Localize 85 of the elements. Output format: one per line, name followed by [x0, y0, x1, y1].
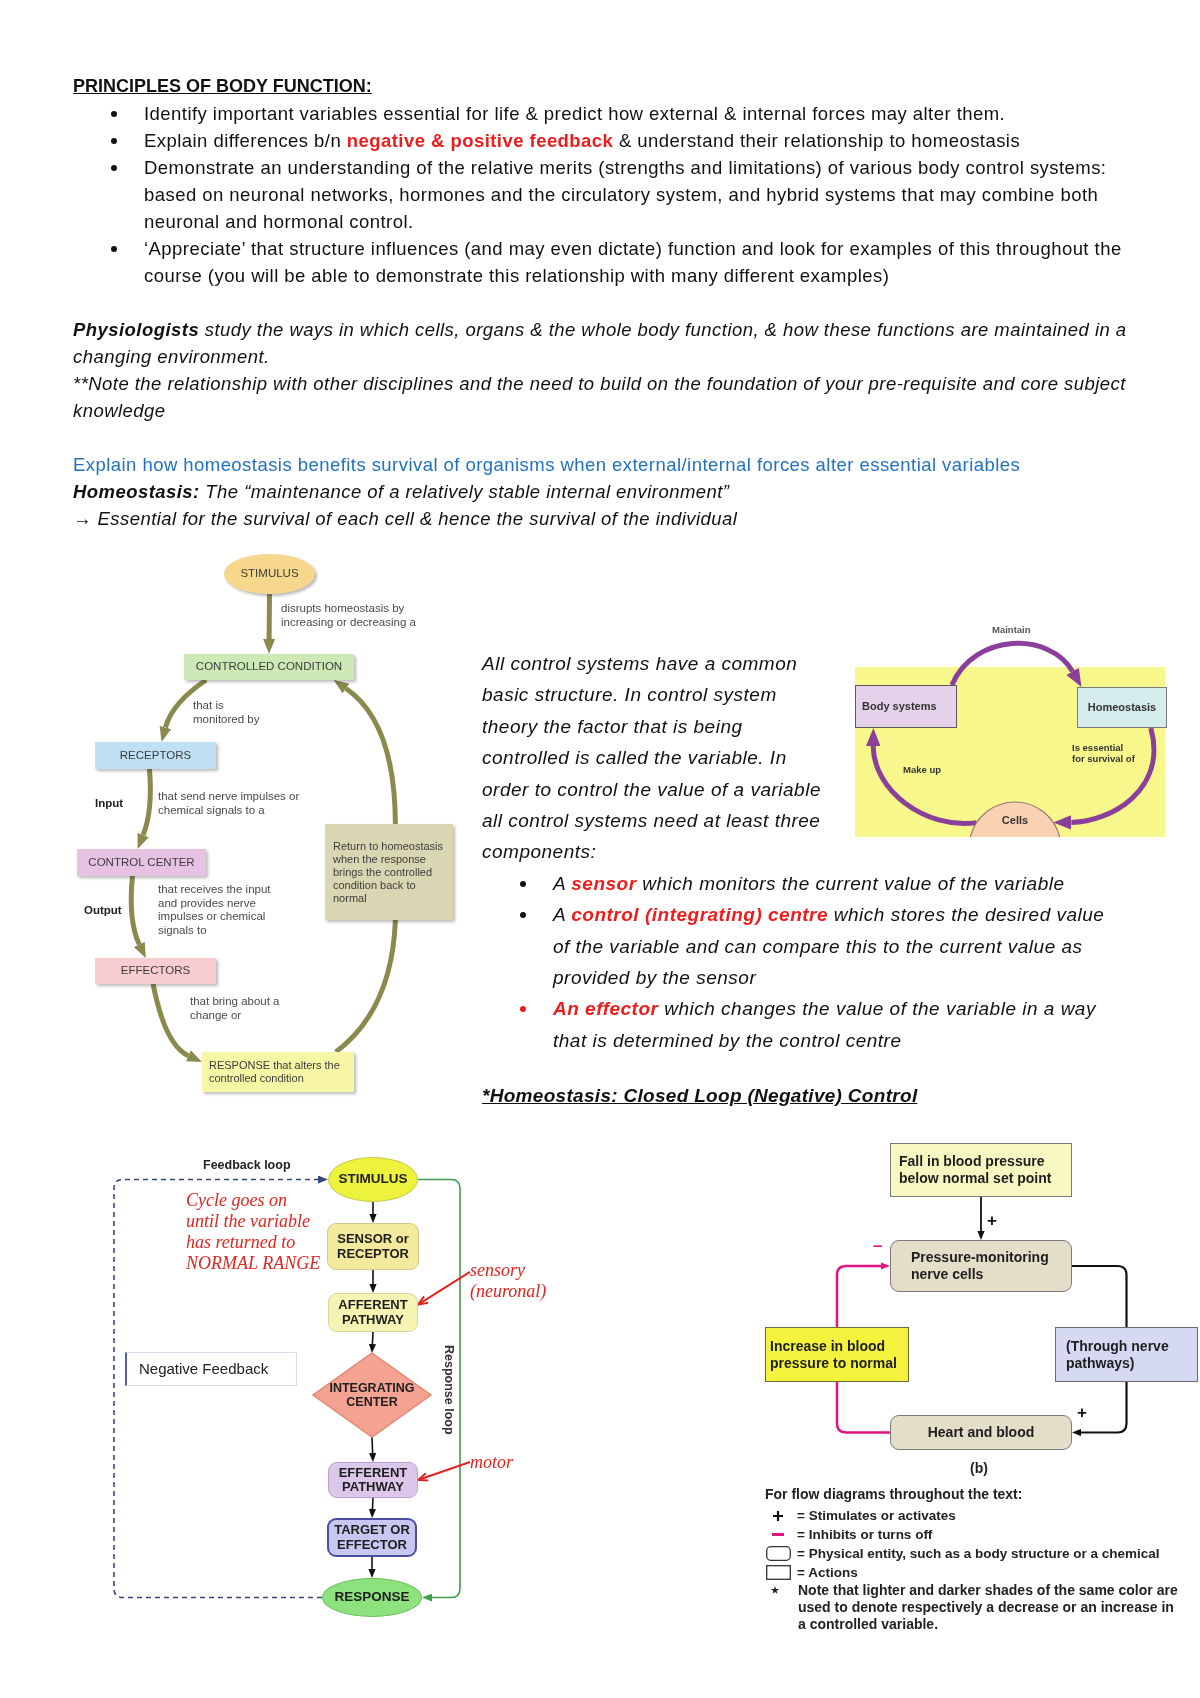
process-box: CONTROLLED CONDITION	[184, 654, 354, 680]
arrow	[369, 1269, 377, 1293]
legend-text: = Physical entity, such as a body structure or a chemical	[797, 1545, 1160, 1562]
circle-node: Cells	[968, 801, 1062, 837]
edge-label: Feedback loop	[203, 1158, 291, 1173]
text-box: Negative Feedback	[125, 1352, 297, 1386]
bullet-text: ‘Appreciate’ that structure influences (and may even dictate) function and look for examples of this throughout the course (you will be able to demonstrate this relationship with many different examples)	[144, 237, 1123, 288]
decision-diamond: INTEGRATING CENTER	[312, 1352, 432, 1438]
oval-node: STIMULUS	[328, 1157, 418, 1202]
connector-line	[835, 1382, 890, 1434]
paragraph: All control systems have a common basic structure. In control system theory the factor that is being controlled is called the variable. In order to control the value of a variable all control systems need at least three components:	[482, 652, 822, 865]
paragraph: Homeostasis: The “maintenance of a relatively stable internal environment”	[73, 480, 730, 504]
arrow	[368, 1556, 376, 1578]
paragraph: **Note the relationship with other disciplines and the need to build on the foundation of your pre-requisite and core subject knowledge	[73, 372, 1127, 423]
arrow	[368, 1497, 377, 1518]
edge-label: that bring about a change or	[190, 995, 281, 1022]
edge-label: –	[873, 1237, 883, 1254]
process-box: Heart and blood	[890, 1415, 1072, 1450]
oval-node: STIMULUS	[224, 554, 315, 594]
paragraph: → Essential for the survival of each cell & hence the survival of the individual	[73, 507, 738, 531]
bullet-text: A sensor which monitors the current value of the variable	[553, 871, 1065, 896]
edge-label: +	[987, 1212, 997, 1229]
annotation-text: Cycle goes on until the variable has returned to NORMAL RANGE	[186, 1190, 322, 1274]
annotation-text: sensory (neuronal)	[470, 1258, 570, 1304]
arrow	[835, 1262, 890, 1327]
section-heading: *Homeostasis: Closed Loop (Negative) Control	[482, 1084, 918, 1109]
arrow	[368, 1331, 377, 1353]
process-box: AFFERENT PATHWAY	[328, 1293, 418, 1332]
leader-arrow	[417, 1270, 471, 1306]
edge-label: disrupts homeostasis by increasing or decreasing a	[281, 602, 417, 629]
arrow	[369, 1436, 377, 1462]
process-box: Homeostasis	[1077, 687, 1167, 728]
edge-label: that is monitored by	[193, 699, 261, 726]
paragraph: Physiologists study the ways in which cells, organs & the whole body function, & how these functions are maintained in a changing environment.	[73, 318, 1128, 369]
process-box: Increase in blood pressure to normal	[765, 1327, 909, 1382]
arrow	[1053, 727, 1157, 830]
edge-label: Make up	[903, 764, 941, 775]
arrow	[417, 1178, 461, 1602]
legend-text: = Stimulates or activates	[797, 1507, 956, 1524]
legend-text: = Actions	[797, 1564, 858, 1581]
dashed-arrow	[113, 1175, 328, 1599]
arrow	[977, 1196, 985, 1240]
process-box: Body systems	[855, 685, 957, 728]
legend-text: = Inhibits or turns off	[797, 1526, 933, 1543]
objective-text: Explain how homeostasis benefits survival of organisms when external/internal forces alter essential variables	[73, 453, 1021, 477]
edge-label: that receives the input and provides nerve impulses or chemical signals to	[158, 883, 272, 937]
process-box: SENSOR or RECEPTOR	[327, 1223, 419, 1270]
process-box: RESPONSE that alters the controlled condition	[202, 1052, 354, 1092]
process-box: CONTROL CENTER	[77, 849, 206, 876]
arrow	[263, 594, 276, 654]
process-box: Pressure-monitoring nerve cells	[890, 1240, 1072, 1292]
side-label: Input	[95, 797, 124, 810]
annotation-text: motor	[470, 1450, 513, 1474]
arrow	[949, 641, 1084, 687]
bullet-text: Demonstrate an understanding of the relative merits (strengths and limitations) of various body control systems: based on neuronal networks, hormones and the circulatory system, and hybrid systems that may combine both neuronal and hormonal control.	[144, 156, 1108, 234]
process-box: TARGET OR EFFECTOR	[327, 1518, 417, 1557]
arrow	[137, 768, 153, 850]
process-box: EFFECTORS	[95, 958, 216, 984]
arrow	[1072, 1382, 1128, 1437]
footnote-text: Note that lighter and darker shades of the same color are used to denote respectively a decrease or an increase in a controlled variable.	[798, 1582, 1179, 1633]
arrow	[866, 728, 977, 826]
edge-label: Response loop	[441, 1345, 456, 1435]
connector-line	[1072, 1264, 1128, 1327]
edge-label: Is essential for survival of	[1072, 742, 1136, 764]
note-box: Return to homeostasis when the response brings the controlled condition back to normal	[325, 824, 453, 920]
side-label: Output	[84, 904, 122, 917]
process-box: RECEPTORS	[95, 742, 216, 769]
process-box: EFFERENT PATHWAY	[328, 1462, 418, 1498]
arrow	[150, 983, 202, 1064]
legend-title: For flow diagrams throughout the text:	[765, 1486, 1023, 1502]
oval-node: RESPONSE	[322, 1578, 422, 1617]
page-title: PRINCIPLES OF BODY FUNCTION:	[73, 75, 372, 98]
connector-line	[334, 919, 398, 1054]
process-box: Fall in blood pressure below normal set point	[890, 1143, 1072, 1197]
edge-label: that send nerve impulses or chemical signals to a	[158, 790, 301, 817]
bullet-text: An effector which changes the value of the variable in a way that is determined by the control centre	[553, 997, 1098, 1053]
process-box: (Through nerve pathways)	[1055, 1327, 1198, 1382]
bullet-text: Explain differences b/n negative & positive feedback & understand their relationship to homeostasis	[144, 129, 1021, 153]
edge-label: Maintain	[992, 624, 1031, 635]
arrow	[334, 679, 398, 825]
arrow	[369, 1201, 377, 1223]
arrow	[128, 875, 146, 959]
leader-arrow	[417, 1461, 471, 1482]
bullet-text: Identify important variables essential for life & predict how external & internal forces may alter them.	[144, 102, 1006, 126]
edge-label: +	[1077, 1404, 1087, 1421]
